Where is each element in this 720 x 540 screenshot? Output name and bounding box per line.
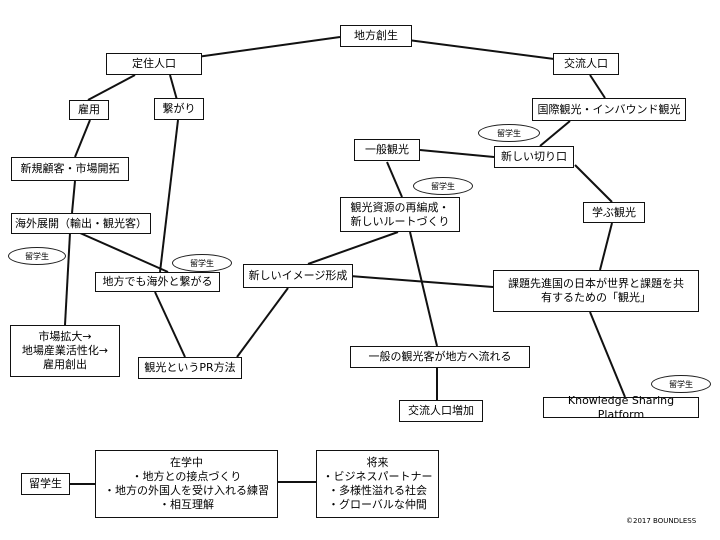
node-atarashii-kirikuchi: 新しい切り口 xyxy=(494,146,574,168)
node-kadai-senshin: 課題先進国の日本が世界と課題を共 有するための「観光」 xyxy=(493,270,699,312)
node-manabu-kanko: 学ぶ観光 xyxy=(583,202,645,223)
badge-student: 留学生 xyxy=(651,375,711,393)
legend-during-study: 在学中 ・地方との接点づくり ・地方の外国人を受け入れる練習 ・相互理解 xyxy=(95,450,278,518)
node-koyo: 雇用 xyxy=(69,100,109,120)
node-tsunagari: 繋がり xyxy=(154,98,204,120)
badge-student: 留学生 xyxy=(478,124,540,142)
node-kaigai-tenkai: 海外展開（輸出・観光客） xyxy=(11,213,151,234)
badge-student: 留学生 xyxy=(8,247,66,265)
node-chiho-sosei: 地方創生 xyxy=(340,25,412,47)
node-shinki-kokyaku: 新規顧客・市場開拓 xyxy=(11,157,129,181)
node-knowledge-platform: Knowledge Sharing Platform xyxy=(543,394,699,421)
legend-future: 将来 ・ビジネスパートナー ・多様性溢れる社会 ・グローバルな仲間 xyxy=(316,450,439,518)
node-ippan-nagareru: 一般の観光客が地方へ流れる xyxy=(350,346,530,368)
badge-student: 留学生 xyxy=(413,177,473,195)
node-koryu-jinko: 交流人口 xyxy=(553,53,619,75)
node-teiju-jinko: 定住人口 xyxy=(106,53,202,75)
node-kanko-shigen: 観光資源の再編成・ 新しいルートづくり xyxy=(340,197,460,232)
copyright: ©2017 BOUNDLESS xyxy=(626,517,697,525)
node-pr-hoho: 観光というPR方法 xyxy=(138,357,242,379)
badge-student: 留学生 xyxy=(172,254,232,272)
node-atarashii-image: 新しいイメージ形成 xyxy=(243,264,353,288)
node-ippan-kanko: 一般観光 xyxy=(354,139,420,161)
node-koryu-zoka: 交流人口増加 xyxy=(399,400,483,422)
node-kokusai-kanko: 国際観光・インバウンド観光 xyxy=(532,98,686,121)
legend-student: 留学生 xyxy=(21,473,70,495)
node-shijo-kakudai: 市場拡大→ 地場産業活性化→ 雇用創出 xyxy=(10,325,120,377)
node-chiho-kaigai: 地方でも海外と繋がる xyxy=(95,272,220,292)
